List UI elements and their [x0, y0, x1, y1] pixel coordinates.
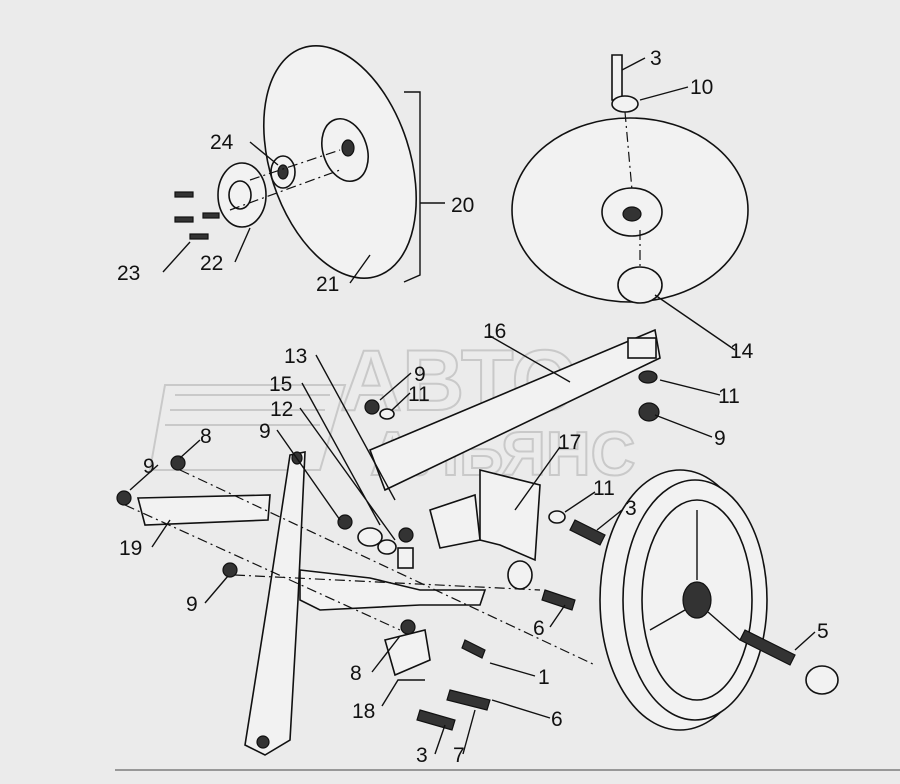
callout-20: 20	[451, 194, 474, 217]
left-disc-assembly	[174, 45, 445, 283]
callout-11: 11	[718, 385, 740, 408]
frame-arm	[368, 328, 661, 492]
callout-22: 22	[200, 252, 223, 275]
callout-11: 11	[593, 477, 615, 500]
callout-9: 9	[259, 420, 271, 443]
fasteners	[116, 399, 796, 731]
callout-13: 13	[284, 345, 307, 368]
callout-6: 6	[533, 617, 545, 640]
callout-8: 8	[350, 662, 362, 685]
callout-3: 3	[650, 47, 662, 70]
callout-8: 8	[200, 425, 212, 448]
callout-1: 1	[538, 666, 550, 689]
callout-12: 12	[270, 398, 293, 421]
callout-3: 3	[416, 744, 428, 767]
callout-9: 9	[186, 593, 198, 616]
callout-10: 10	[690, 76, 713, 99]
callout-3: 3	[625, 497, 637, 520]
callout-15: 15	[269, 373, 292, 396]
pivot-arm	[136, 451, 487, 756]
callout-9: 9	[414, 363, 426, 386]
callout-16: 16	[483, 320, 506, 343]
callout-21: 21	[316, 273, 339, 296]
leader-lines	[115, 57, 900, 771]
wheel	[599, 469, 839, 731]
callout-9: 9	[143, 455, 155, 478]
callout-17: 17	[558, 431, 581, 454]
callout-18: 18	[352, 700, 375, 723]
callout-5: 5	[817, 620, 829, 643]
callout-9: 9	[714, 427, 726, 450]
right-disc-assembly	[511, 54, 749, 304]
callout-labels: 3 10 24 20 23 22 21 16 14 13 9 15 11 11 …	[117, 47, 829, 767]
callout-7: 7	[453, 744, 465, 767]
callout-19: 19	[119, 537, 142, 560]
callout-11: 11	[408, 383, 430, 406]
callout-14: 14	[730, 340, 754, 363]
callout-6: 6	[551, 708, 563, 731]
callout-24: 24	[210, 131, 234, 154]
bracket	[429, 468, 541, 590]
callout-23: 23	[117, 262, 140, 285]
